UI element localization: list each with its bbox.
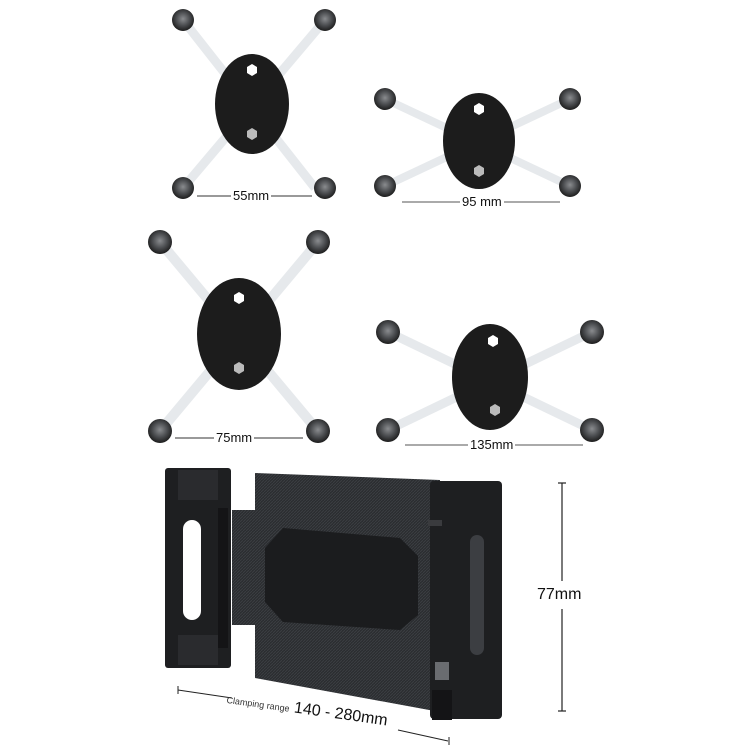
clamp-dimension: [177, 686, 450, 745]
tablet-holder: [165, 468, 502, 720]
mount-75mm-label: 75mm: [214, 430, 255, 445]
height-label: 77mm: [535, 586, 584, 604]
mount-75mm: [148, 230, 330, 443]
height-dimension: [558, 482, 566, 712]
mount-95mm: [374, 88, 581, 203]
mount-55mm-label: 55mm: [231, 188, 272, 203]
mount-95mm-label: 95 mm: [460, 194, 504, 209]
mount-55mm: [172, 9, 336, 199]
mount-135mm: [376, 320, 604, 446]
mount-135mm-label: 135mm: [468, 437, 516, 452]
